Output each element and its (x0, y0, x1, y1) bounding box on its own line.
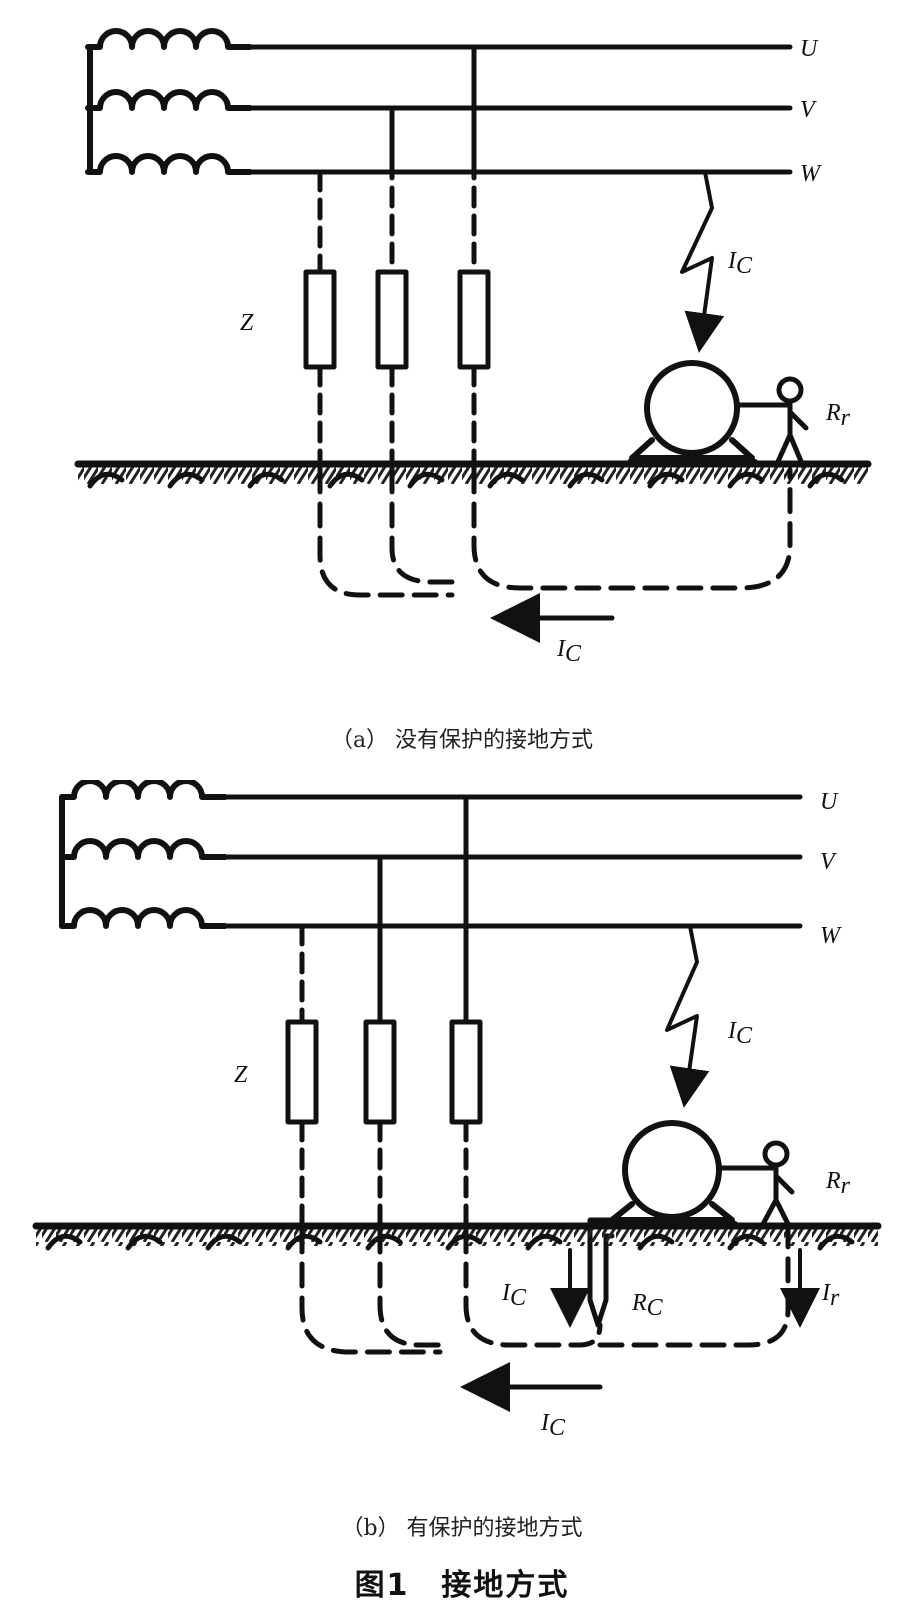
phase-label-u: U (820, 789, 839, 815)
impedance-1 (303, 269, 337, 370)
impedance-label: Z (234, 1062, 248, 1088)
phase-label-w: W (800, 161, 822, 187)
fault-current-label: IC (727, 248, 753, 279)
impedance-2 (363, 1019, 397, 1125)
motor (605, 1120, 738, 1227)
phase-label-v: V (800, 97, 817, 123)
capacitive-branches (285, 794, 483, 1231)
person-icon (716, 1140, 795, 1229)
transformer-windings (59, 780, 228, 929)
return-current-label: IC (540, 1410, 566, 1441)
return-current-path (299, 1227, 791, 1355)
figure-title: 图1 接地方式 (354, 1568, 570, 1603)
transformer-windings (85, 28, 253, 175)
phase-label-u: U (800, 36, 819, 62)
fault-path (680, 170, 725, 353)
ground-surface (74, 460, 872, 489)
impedance-1 (285, 1019, 319, 1125)
caption-a: （a） 没有保护的接地方式 (330, 728, 594, 753)
person-icon (734, 376, 809, 469)
ground-resistance-label: RC (631, 1290, 664, 1321)
motor (627, 360, 758, 465)
capacitive-branches (303, 44, 491, 473)
body-resistance-label: Rr (825, 400, 851, 431)
ground-current-label: IC (501, 1280, 527, 1311)
phase-label-v: V (820, 849, 837, 875)
phase-lines (222, 794, 803, 929)
phase-label-w: W (820, 923, 842, 949)
diagram-unprotected: U V W Z IC Rr IC (74, 28, 872, 667)
phase-lines (247, 44, 793, 175)
impedance-3 (457, 269, 491, 370)
ground-surface (32, 1222, 882, 1251)
body-resistance-label: Rr (825, 1168, 851, 1199)
caption-b: （b） 有保护的接地方式 (341, 1516, 583, 1541)
impedance-label: Z (240, 310, 254, 336)
fault-path (665, 924, 710, 1108)
diagram-protected: U V W Z IC Rr IC RC Ir IC (32, 780, 882, 1441)
fault-current-label: IC (727, 1018, 753, 1049)
impedance-2 (375, 269, 409, 370)
return-current-label: IC (556, 636, 582, 667)
return-current-path (317, 467, 793, 598)
impedance-3 (449, 1019, 483, 1125)
person-current-label: Ir (821, 1280, 840, 1311)
